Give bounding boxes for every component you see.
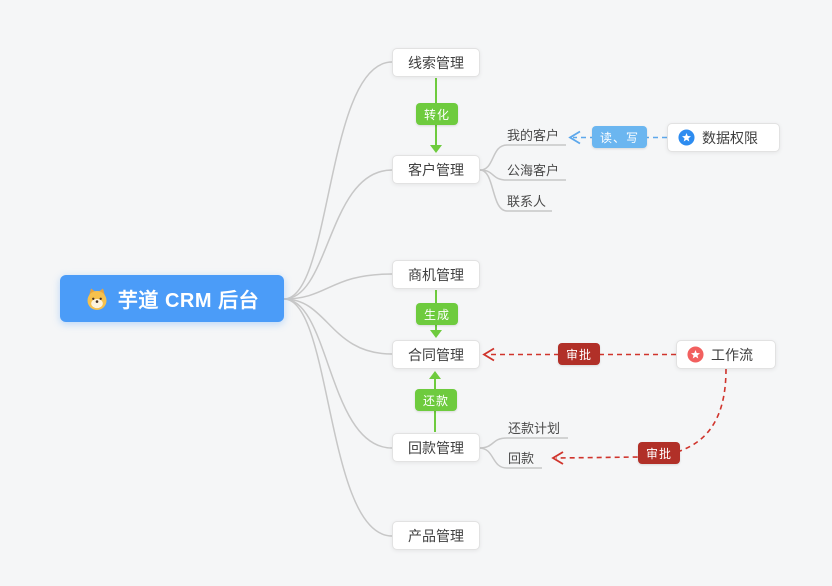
arrowhead-approve-receipt-left	[551, 451, 564, 465]
node-label: 工作流	[711, 346, 753, 363]
root-node-crm-backend[interactable]: 芋道 CRM 后台	[60, 275, 284, 322]
star-circle-icon	[687, 346, 704, 363]
node-receipt[interactable]: 回款	[508, 451, 535, 466]
edge-root-to-customer	[283, 169, 393, 300]
edge-customer-to-my-customers	[479, 144, 566, 171]
node-contract-management[interactable]: 合同管理	[392, 340, 480, 369]
edge-root-to-receivable	[283, 298, 393, 449]
root-node-label: 芋道 CRM 后台	[117, 290, 260, 312]
node-label: 商机管理	[408, 266, 464, 283]
dog-face-icon	[87, 288, 107, 310]
arrowhead-approve-contract-left	[482, 347, 495, 362]
edge-root-to-product	[283, 298, 393, 537]
node-opportunity-management[interactable]: 商机管理	[392, 260, 480, 289]
node-repayment-plan[interactable]: 还款计划	[508, 421, 561, 436]
edge-workflow-approve-receipt	[555, 368, 727, 459]
edge-receivable-to-repayment-plan	[478, 437, 568, 449]
node-workflow[interactable]: 工作流	[676, 340, 776, 369]
edge-root-to-opportunity	[283, 273, 393, 300]
star-circle-icon	[678, 129, 695, 146]
edge-customer-to-contacts	[479, 169, 552, 212]
edge-label-convert[interactable]: 转化	[416, 103, 459, 125]
edge-label-approve-receivable[interactable]: 审批	[638, 442, 681, 464]
edge-label-repay[interactable]: 还款	[415, 389, 458, 411]
edge-receivable-to-receipt	[478, 447, 542, 469]
node-label: 合同管理	[408, 346, 464, 363]
node-my-customers[interactable]: 我的客户	[507, 128, 560, 143]
node-receivable-management[interactable]: 回款管理	[392, 433, 480, 462]
node-label: 数据权限	[702, 129, 758, 146]
edge-label-read-write[interactable]: 读、写	[592, 126, 648, 148]
node-public-customers[interactable]: 公海客户	[507, 163, 560, 178]
node-label: 回款管理	[408, 439, 464, 456]
edge-root-to-contract	[283, 298, 393, 355]
node-contacts[interactable]: 联系人	[507, 194, 547, 209]
edge-label-approve-contract[interactable]: 审批	[558, 343, 601, 365]
node-product-management[interactable]: 产品管理	[392, 521, 480, 550]
node-customer-management[interactable]: 客户管理	[392, 155, 480, 184]
edge-root-to-lead	[283, 61, 393, 300]
edge-label-generate[interactable]: 生成	[416, 303, 459, 325]
node-lead-management[interactable]: 线索管理	[392, 48, 480, 77]
arrowhead-repay-up	[429, 371, 441, 379]
node-label: 客户管理	[408, 161, 464, 178]
node-label: 产品管理	[408, 527, 464, 544]
arrowhead-permission-left	[568, 130, 581, 145]
node-label: 线索管理	[408, 54, 464, 71]
arrowhead-generate-down	[430, 330, 442, 338]
arrowhead-convert-down	[430, 145, 442, 153]
node-data-permission[interactable]: 数据权限	[667, 123, 780, 152]
